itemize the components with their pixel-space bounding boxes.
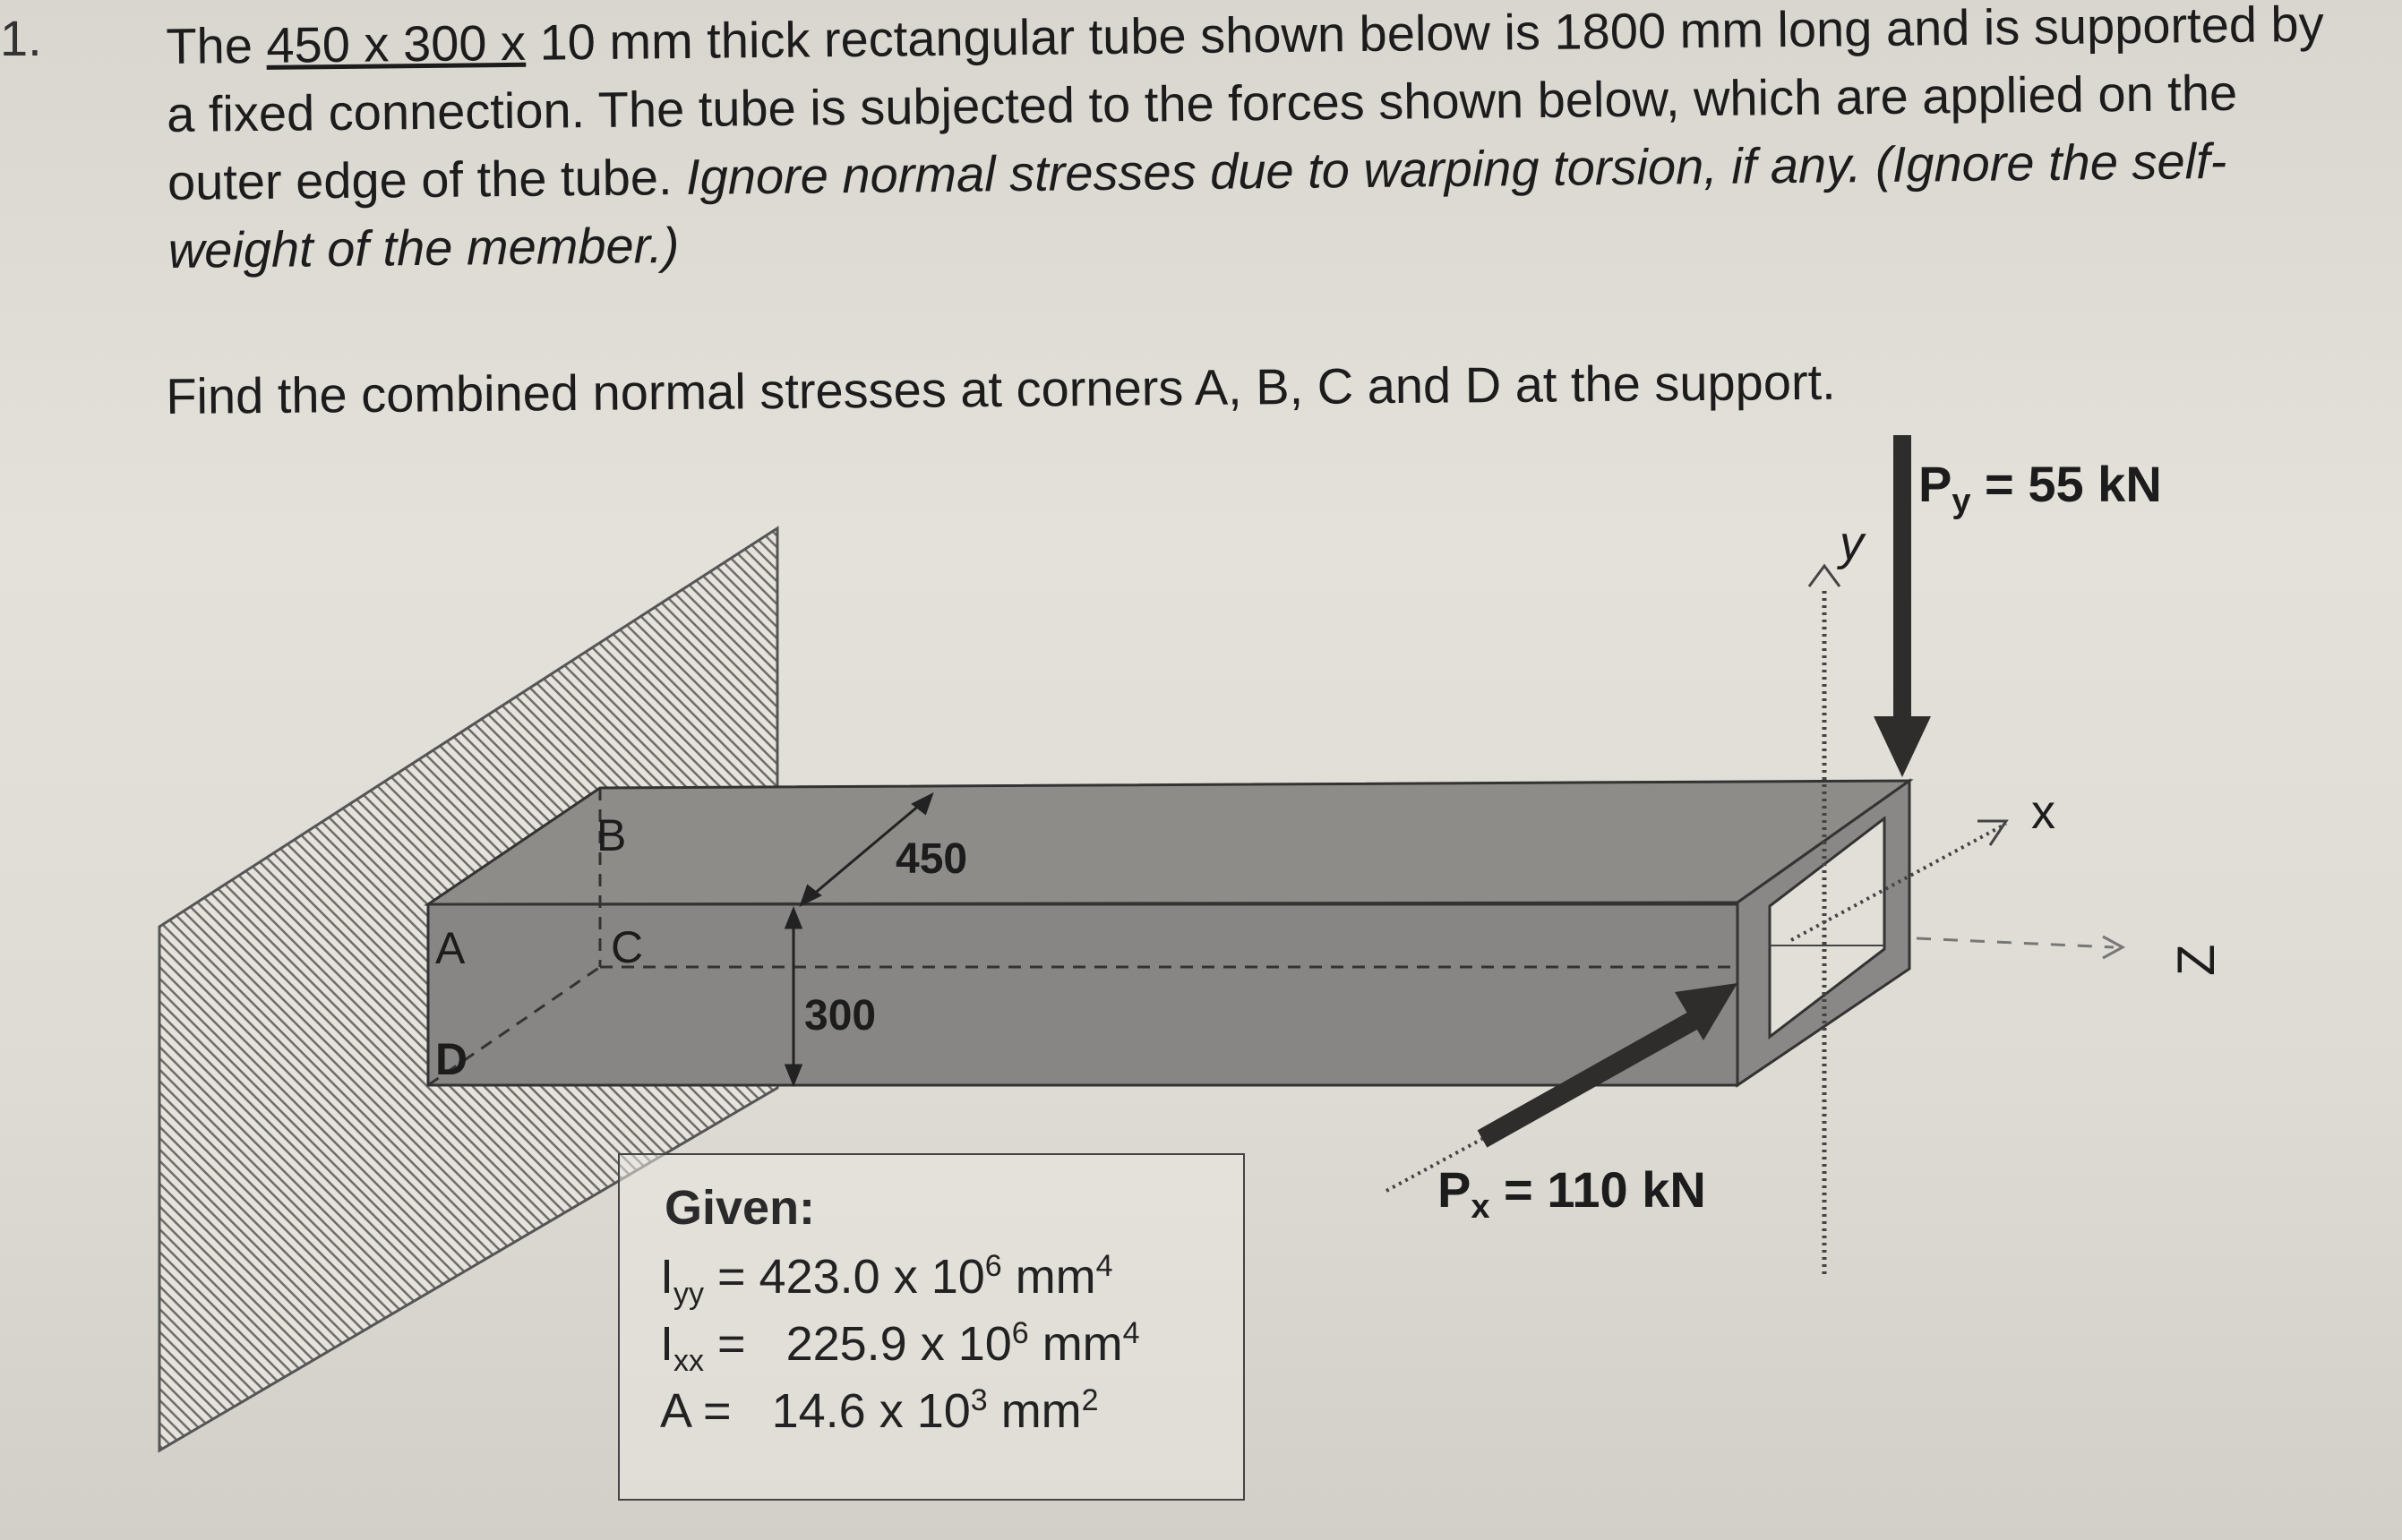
iyy-exponent: 6 bbox=[984, 1249, 1002, 1283]
py-force-label: Py = 55 kN bbox=[1918, 456, 2162, 520]
dimension-300-label: 300 bbox=[804, 992, 876, 1040]
corner-a-label: A bbox=[435, 923, 466, 973]
px-subscript: x bbox=[1471, 1188, 1489, 1226]
ixx-symbol: I bbox=[660, 1317, 674, 1371]
px-symbol: P bbox=[1437, 1161, 1471, 1218]
tube-hollow-opening bbox=[1768, 815, 1886, 1040]
iyy-symbol: I bbox=[660, 1250, 674, 1304]
corner-b-label: B bbox=[596, 810, 626, 860]
ixx-subscript: xx bbox=[673, 1343, 705, 1378]
given-ixx: Ixx = 225.9 x 106 mm4 bbox=[660, 1316, 1140, 1379]
ixx-unit: mm bbox=[1028, 1317, 1123, 1371]
x-axis-line bbox=[1790, 822, 2007, 942]
given-properties-box: Given: Iyy = 423.0 x 106 mm4 Ixx = 225.9… bbox=[618, 1153, 1245, 1501]
px-force-arrow bbox=[1477, 1012, 1698, 1148]
area-exponent: 3 bbox=[970, 1383, 988, 1417]
py-force-arrowhead bbox=[1874, 716, 1931, 777]
area-unit: mm bbox=[987, 1384, 1082, 1438]
ixx-exponent: 6 bbox=[1011, 1316, 1029, 1350]
ixx-unit-exponent: 4 bbox=[1122, 1316, 1140, 1350]
py-force-arrow bbox=[1893, 435, 1911, 722]
given-title: Given: bbox=[665, 1181, 816, 1235]
given-area: A = 14.6 x 103 mm2 bbox=[660, 1383, 1099, 1439]
area-unit-exponent: 2 bbox=[1081, 1383, 1099, 1417]
z-axis-label: Z bbox=[2167, 945, 2226, 976]
x-axis-arrowhead bbox=[1977, 819, 2009, 846]
dimension-300-arrow bbox=[784, 905, 803, 1088]
iyy-unit: mm bbox=[1001, 1250, 1096, 1304]
z-axis-line bbox=[1916, 937, 2115, 949]
iyy-subscript: yy bbox=[673, 1276, 705, 1311]
iyy-unit-exponent: 4 bbox=[1095, 1249, 1113, 1283]
dimension-450-arrow bbox=[799, 792, 934, 907]
corner-c-label: C bbox=[611, 922, 643, 972]
px-force-label: Px = 110 kN bbox=[1437, 1161, 1706, 1226]
py-symbol: P bbox=[1918, 456, 1952, 512]
dimension-450-label: 450 bbox=[896, 835, 967, 883]
px-value: = 110 kN bbox=[1490, 1161, 1706, 1218]
py-subscript: y bbox=[1952, 483, 1970, 520]
ixx-value: = 225.9 x 10 bbox=[704, 1317, 1012, 1371]
tube-top-face bbox=[424, 779, 1914, 906]
iyy-value: = 423.0 x 10 bbox=[704, 1250, 985, 1304]
hidden-edges bbox=[426, 788, 1737, 1087]
corner-d-label: D bbox=[435, 1034, 468, 1084]
y-axis-label: y bbox=[1836, 517, 1866, 570]
area-value: A = 14.6 x 10 bbox=[660, 1384, 971, 1438]
given-iyy: Iyy = 423.0 x 106 mm4 bbox=[660, 1249, 1113, 1312]
problem-number: 1. bbox=[0, 10, 42, 66]
px-force-arrowhead bbox=[1675, 983, 1737, 1040]
y-axis-arrowhead bbox=[1807, 563, 1841, 587]
z-axis-arrowhead bbox=[2102, 935, 2126, 960]
x-axis-label: x bbox=[2031, 785, 2055, 839]
py-value: = 55 kN bbox=[1971, 456, 2162, 512]
